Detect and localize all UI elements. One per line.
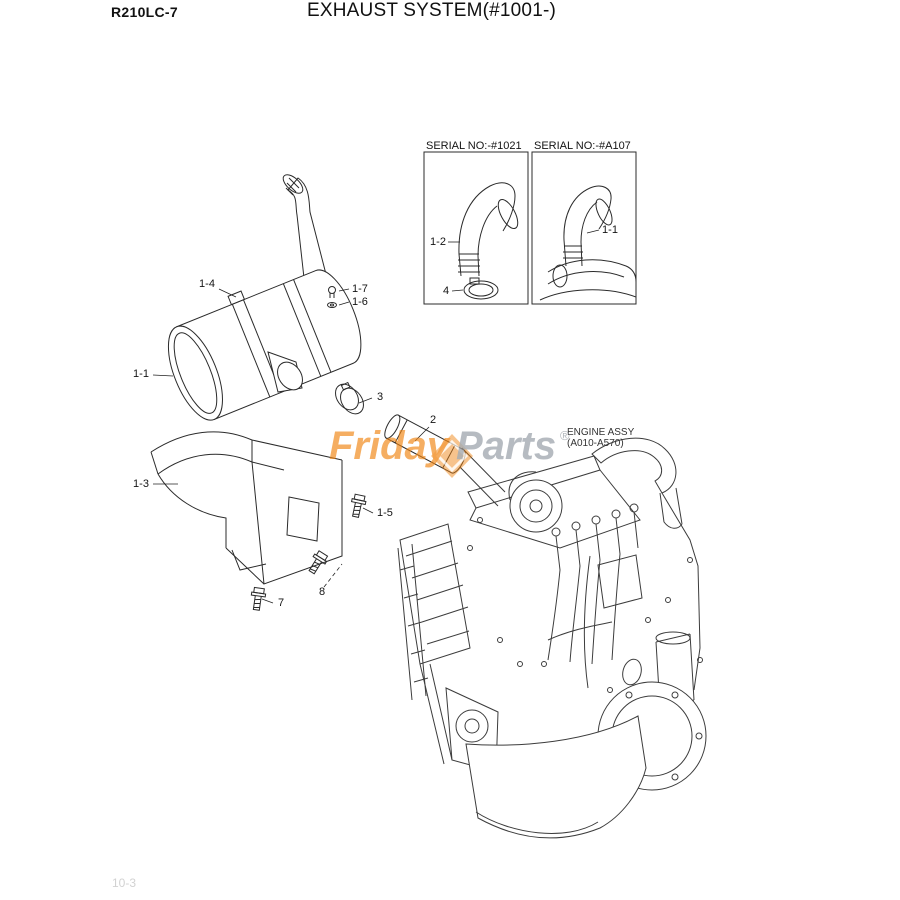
- inset-box-2: [531, 151, 637, 305]
- bolt-8-drawing: [308, 550, 329, 575]
- callout-inset-4: 4: [443, 285, 449, 297]
- muffler-drawing: [167, 269, 362, 421]
- model-label: R210LC-7: [111, 4, 178, 20]
- clamp-drawing: [335, 381, 364, 415]
- callout-1-7: 1-7: [352, 283, 368, 295]
- page-title: EXHAUST SYSTEM(#1001-): [307, 0, 557, 21]
- exhaust-stack-drawing: [282, 174, 329, 288]
- bolt-1-5-drawing: [350, 493, 367, 518]
- callout-leaders: [152, 229, 600, 604]
- oil-pan: [465, 715, 647, 839]
- bolt-7-drawing: [250, 586, 267, 611]
- watermark-diamond-icon: [431, 434, 473, 478]
- callout-1-4: 1-4: [199, 278, 215, 290]
- inset1-clamp-drawing: [463, 277, 499, 300]
- watermark-text-left: Friday: [329, 424, 451, 468]
- callout-8: 8: [319, 586, 325, 598]
- callout-1-1: 1-1: [133, 368, 149, 380]
- engine-drawing: [397, 437, 707, 839]
- callout-inset-1-1: 1-1: [602, 224, 618, 236]
- callout-1-5: 1-5: [377, 507, 393, 519]
- inset2-pipe-drawing: [539, 185, 637, 301]
- callout-1-6: 1-6: [352, 296, 368, 308]
- callout-1-3: 1-3: [133, 478, 149, 490]
- watermark-text-right: Parts: [456, 424, 556, 468]
- callout-2: 2: [430, 414, 436, 426]
- page-number: 10-3: [112, 876, 137, 890]
- callout-7: 7: [278, 597, 284, 609]
- engine-assy-label-line1: ENGINE ASSY: [567, 427, 635, 438]
- injector-row: [551, 503, 639, 571]
- turbocharger: [508, 471, 563, 533]
- top-bolt-drawing: [327, 286, 337, 308]
- inset1-pipe-drawing: [458, 182, 519, 277]
- inset-box-1: [423, 151, 529, 305]
- serial-label-1: SERIAL NO:-#1021: [426, 140, 522, 152]
- callout-inset-1-2: 1-2: [430, 236, 446, 248]
- engine-bolts: [467, 517, 703, 693]
- outlet-stub-drawing: [267, 351, 303, 393]
- engine-assy-label-line2: (A010-A570): [567, 438, 624, 449]
- starter-motor: [622, 658, 642, 686]
- bracket-drawing: [150, 431, 343, 585]
- watermark-registered-mark: ®: [560, 428, 570, 443]
- callout-3: 3: [377, 391, 383, 403]
- watermark-logo: Friday Parts ®: [329, 424, 570, 478]
- serial-label-2: SERIAL NO:-#A107: [534, 140, 631, 152]
- exhaust-manifold: [399, 523, 471, 665]
